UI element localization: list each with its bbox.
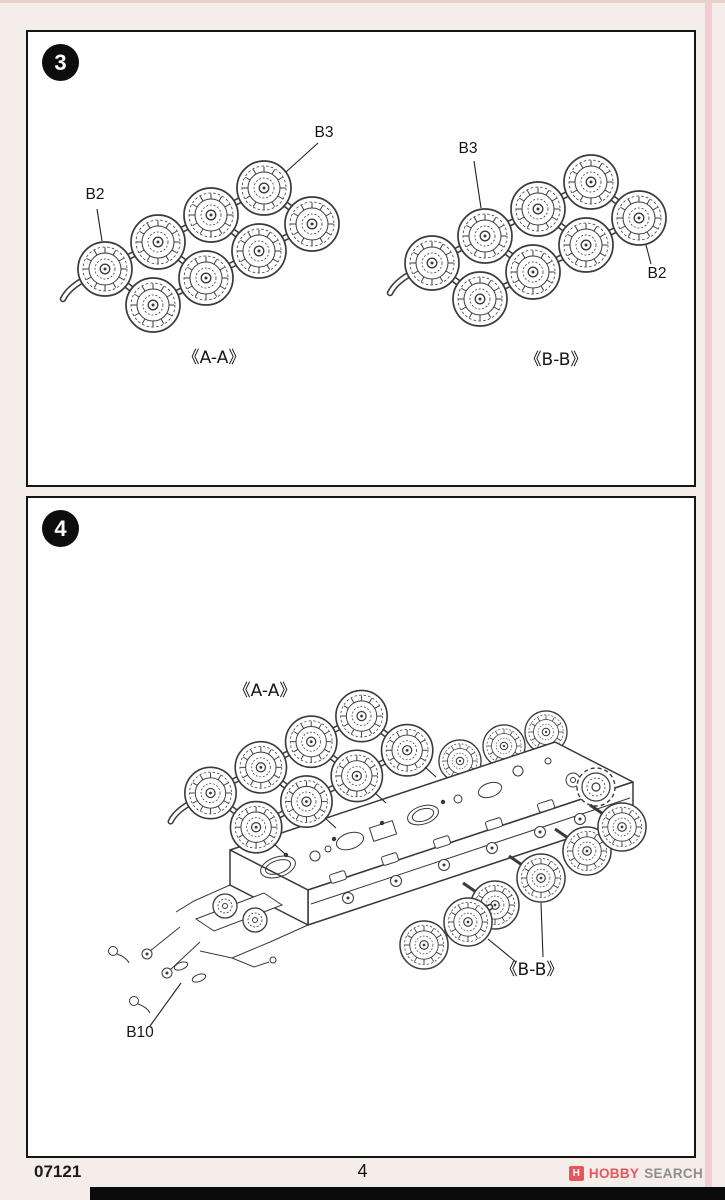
part-label-b2-left: B2: [86, 186, 105, 203]
brand-name-first: HOBBY: [588, 1166, 640, 1181]
scan-edge-strip: [705, 0, 712, 1200]
part-label-b3-right: B3: [459, 140, 478, 157]
section-caption-bb: 《B-B》: [525, 350, 588, 370]
hobbysearch-logo: H HOBBY SEARCH: [568, 1166, 703, 1181]
brand-name-second: SEARCH: [644, 1166, 703, 1181]
step-4-number: 4: [54, 515, 67, 541]
leader-lines: [96, 142, 652, 265]
leader-lines: [149, 902, 544, 1027]
mounting-ticks: [273, 766, 437, 855]
kit-number: 07121: [34, 1162, 82, 1181]
step-4-diagram: 《A-A》 《B-B》 B10: [108, 681, 647, 1041]
hull-drawing: [229, 741, 634, 926]
roadwheel-icon: [443, 897, 493, 947]
step-3-panel: 3: [26, 30, 696, 487]
part-label-b2-right: B2: [648, 265, 667, 282]
roadwheel-icon: [516, 853, 566, 903]
bump-stops: [329, 799, 555, 884]
hull-side-details: [310, 797, 631, 905]
page-number: 4: [357, 1161, 368, 1181]
cylinder-icon: [242, 907, 268, 933]
step-4-panel: 4: [26, 496, 696, 1158]
near-mounted-wheels: [462, 802, 647, 930]
final-drive: [565, 767, 616, 807]
front-fittings: [108, 884, 309, 1014]
hull-hatches: [260, 757, 552, 879]
section-caption-aa: 《A-A》: [183, 348, 246, 368]
hobbysearch-logo-icon: H: [568, 1166, 584, 1181]
step-3-number: 3: [54, 49, 67, 75]
part-label-b10: B10: [126, 1024, 154, 1041]
roadwheel-icon: [597, 802, 647, 852]
step-4-badge: 4: [42, 510, 79, 547]
section-caption-aa: 《A-A》: [234, 681, 297, 701]
cylinder-icon: [212, 893, 238, 919]
section-caption-bb: 《B-B》: [501, 960, 564, 980]
part-label-b3-left: B3: [315, 124, 334, 141]
wheel-assembly-bb: [390, 155, 666, 326]
loose-wheel-bogie: [399, 897, 494, 970]
scan-bottom-bar: [90, 1187, 725, 1200]
scan-top-edge: [0, 0, 725, 3]
step-3-badge: 3: [42, 44, 79, 81]
hobbysearch-logo-letter: H: [572, 1168, 581, 1179]
roadwheel-icon: [399, 920, 449, 970]
step-3-diagram: B3 B2 B3 B2 《A-A》 《B-B》: [28, 124, 694, 370]
sprocket-icon: [576, 767, 616, 807]
